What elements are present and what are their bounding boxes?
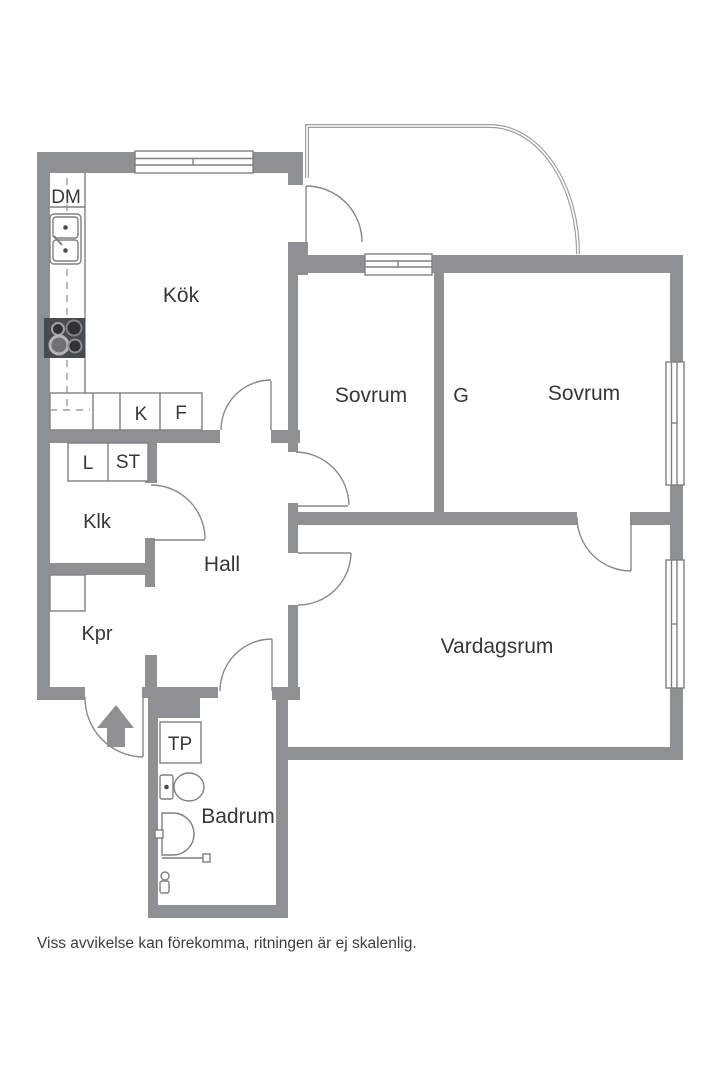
wall-segment	[253, 152, 303, 173]
door-arc	[305, 185, 363, 243]
door-arc	[84, 696, 144, 758]
door-arc	[219, 638, 273, 692]
tp-box	[159, 721, 202, 764]
sink-icon	[49, 213, 82, 265]
wall-segment	[288, 503, 298, 515]
wall-segment	[670, 255, 683, 362]
room-label-klk: Klk	[83, 511, 112, 533]
door-bedroom2	[576, 516, 632, 572]
kpr-shelf	[49, 574, 86, 612]
door-arc	[220, 379, 272, 431]
room-label-bedroom2: Sovrum	[548, 382, 620, 405]
fixture-label-tp: TP	[168, 734, 192, 755]
wall-segment	[145, 538, 155, 587]
wall-segment	[37, 430, 220, 443]
wall-segment	[288, 512, 577, 525]
wall-segment	[142, 687, 218, 698]
room-label-bedroom1: Sovrum	[335, 384, 407, 407]
wall-segment	[303, 255, 365, 273]
room-label-living-room: Vardagsrum	[441, 635, 554, 658]
kitchen-counter	[49, 173, 203, 431]
wall-segment	[152, 698, 200, 718]
fixture-label-l: L	[83, 453, 94, 474]
window	[134, 150, 254, 174]
wall-segment	[271, 430, 300, 443]
counter-dashed-line	[50, 178, 90, 411]
wall-segment	[288, 525, 298, 553]
room-label-bathroom: Badrum	[201, 805, 275, 828]
wall-segment	[288, 170, 303, 185]
wall-segment	[145, 655, 157, 687]
door-balcony	[305, 185, 363, 243]
doors	[84, 185, 632, 758]
door-arc	[297, 552, 352, 606]
window	[364, 253, 433, 276]
door-bedroom1	[295, 451, 350, 507]
room-label-kitchen: Kök	[163, 284, 200, 307]
fixture-label-f: F	[175, 403, 187, 424]
shower-icon	[159, 853, 211, 894]
wall-segment	[432, 255, 683, 273]
wall-segment	[276, 700, 288, 918]
wall-segment	[272, 687, 300, 700]
door-arc	[150, 484, 206, 540]
fixture-label-k: K	[135, 404, 148, 425]
stove-icon	[44, 318, 85, 358]
fixture-label-dm: DM	[51, 187, 81, 208]
door-arc	[295, 451, 350, 506]
closet-boxes	[49, 442, 202, 764]
door-klk	[150, 484, 206, 541]
wall-segment	[37, 152, 50, 700]
room-label-closet-g: G	[453, 385, 469, 407]
wall-segment	[37, 152, 135, 173]
disclaimer-text: Viss avvikelse kan förekomma, ritningen …	[37, 935, 417, 952]
wall-segment	[148, 687, 158, 905]
room-label-hall: Hall	[204, 553, 240, 576]
toilet-icon	[159, 772, 205, 802]
windows	[134, 150, 685, 689]
door-living-room	[297, 552, 352, 606]
window	[665, 559, 685, 689]
fixtures	[44, 173, 211, 894]
room-label-kpr: Kpr	[81, 623, 112, 645]
fixture-label-st: ST	[116, 452, 141, 473]
wall-segment	[630, 512, 683, 525]
wall-segment	[288, 747, 683, 760]
washbasin-icon	[154, 812, 195, 856]
wall-segment	[37, 563, 147, 575]
walls	[37, 152, 683, 918]
door-arc	[576, 516, 632, 572]
door-bathroom	[219, 638, 273, 692]
wall-segment	[148, 905, 288, 918]
entrance-arrow-icon	[97, 705, 134, 747]
wall-segment	[37, 687, 85, 700]
wall-segment	[670, 688, 683, 760]
balcony-outline	[305, 124, 580, 255]
labels: Kök Sovrum G Sovrum Vardagsrum Hall Klk …	[51, 187, 620, 828]
door-entrance	[84, 696, 144, 758]
wall-segment	[434, 273, 444, 512]
door-kitchen	[220, 379, 272, 431]
balcony-rail-inner	[306, 125, 579, 255]
wall-segment	[288, 605, 298, 690]
wall-segment	[288, 273, 298, 452]
window	[665, 361, 685, 486]
